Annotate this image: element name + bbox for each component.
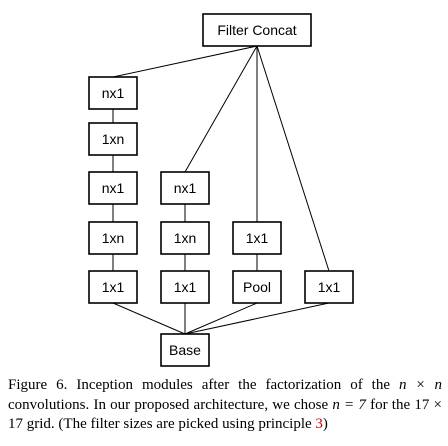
edge-base-to-c4r1 [184, 302, 330, 335]
caption-principle-link[interactable]: 3 [315, 416, 323, 433]
node-c2r1: 1x1 [160, 270, 210, 304]
node-c1r1: 1x1 [88, 270, 138, 304]
node-label: nx1 [102, 180, 125, 196]
edges [112, 45, 330, 335]
caption-text-4: grid. (The filter sizes are picked using… [23, 416, 316, 433]
node-box [88, 122, 138, 156]
node-box [232, 270, 282, 304]
node-box [88, 270, 138, 304]
node-c2r3: nx1 [160, 171, 210, 205]
node-box [202, 13, 312, 47]
caption-text-2: convolutions. In our proposed architectu… [8, 396, 333, 413]
node-box [160, 221, 210, 255]
caption-math-n-by-n: n × n [398, 377, 442, 393]
node-box [304, 270, 354, 304]
node-box [232, 221, 282, 255]
edge-base-to-c1r1 [112, 302, 186, 335]
caption-math-17-by-17: 17 × 17 [8, 396, 442, 433]
node-label: 1x1 [102, 279, 125, 295]
node-c1r4: 1xn [88, 122, 138, 156]
node-c4r1: 1x1 [304, 270, 354, 304]
node-concat: Filter Concat [202, 13, 312, 47]
edge-c2r3-to-concat [184, 45, 258, 173]
node-label: 1xn [174, 230, 197, 246]
figure-caption: Figure 6. Inception modules after the fa… [8, 376, 442, 435]
node-box [160, 333, 210, 367]
node-label: 1x1 [174, 279, 197, 295]
node-c3r1: Pool [232, 270, 282, 304]
nodes: Filter Concat nx1 1xn nx1 1xn 1x1 nx1 1xn 1x1 1x1… [88, 13, 354, 367]
edge-base-to-c3r1 [184, 302, 258, 335]
node-c2r2: 1xn [160, 221, 210, 255]
node-c1r5: nx1 [88, 76, 138, 110]
node-label: 1x1 [318, 279, 341, 295]
node-base: Base [160, 333, 210, 367]
node-label: nx1 [174, 180, 197, 196]
caption-text-1: Figure 6. Inception modules after the fa… [8, 377, 399, 393]
node-box [160, 270, 210, 304]
node-label: 1xn [102, 230, 125, 246]
node-c1r2: 1xn [88, 221, 138, 255]
node-box [88, 171, 138, 205]
node-label: Filter Concat [217, 22, 296, 38]
node-label: Base [169, 342, 201, 358]
edge-c4r1-to-concat [256, 45, 330, 272]
node-label: 1xn [102, 131, 125, 147]
caption-math-n-equals-7: n = 7 [332, 396, 366, 413]
node-box [160, 171, 210, 205]
node-c3r2: 1x1 [232, 221, 282, 255]
node-box [88, 76, 138, 110]
edge-c1r5-to-concat [112, 45, 258, 78]
caption-text-3: for the [365, 396, 415, 413]
node-label: nx1 [102, 85, 125, 101]
inception-module-diagram: Filter Concat nx1 1xn nx1 1xn 1x1 nx1 1xn 1x1 1x1… [88, 13, 354, 367]
node-label: 1x1 [246, 230, 269, 246]
node-c1r3: nx1 [88, 171, 138, 205]
caption-text-5: ) [322, 416, 328, 433]
node-label: Pool [243, 279, 271, 295]
node-box [88, 221, 138, 255]
